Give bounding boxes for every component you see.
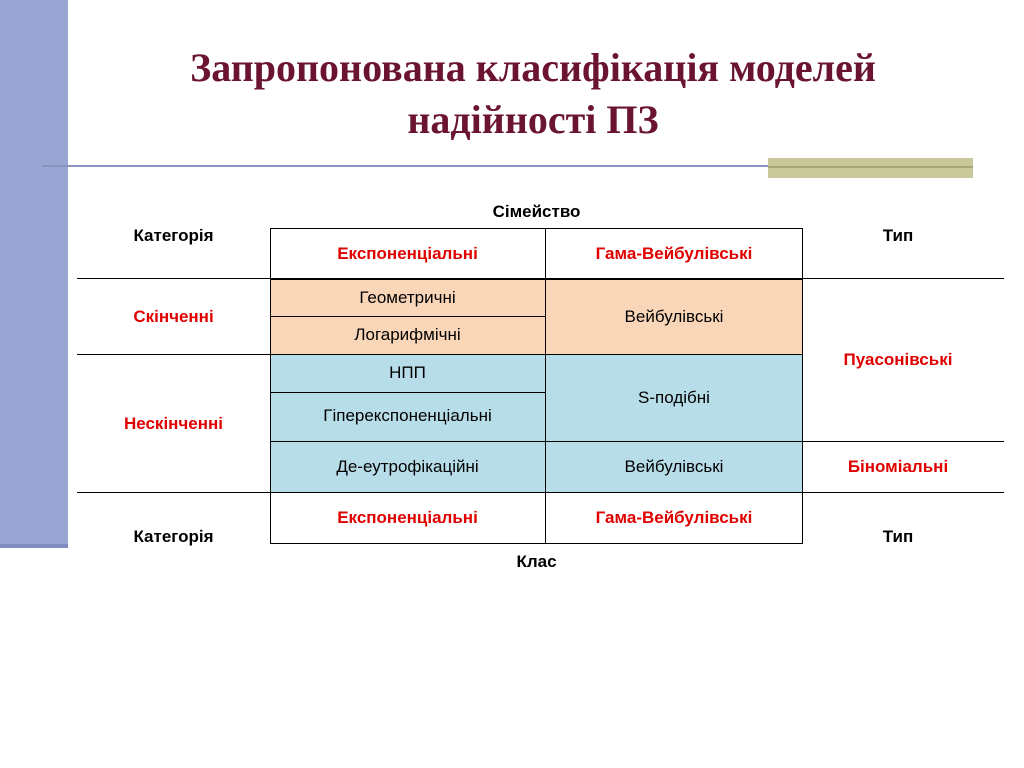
type-label-bottom: Тип (882, 527, 914, 546)
cell-npp: НПП (389, 363, 426, 382)
infinite-cells-bg (270, 354, 803, 493)
cell-hyperexponential: Гіперекспоненціальні (323, 406, 492, 425)
category-label-top: Категорія (133, 226, 214, 245)
footer-gamma-weibull: Гама-Вейбулівські (595, 508, 753, 527)
category-label-bottom: Категорія (133, 527, 214, 546)
family-label: Сімейство (492, 202, 581, 221)
accent-line (768, 166, 973, 168)
cell-weibull-infinite: Вейбулівські (624, 457, 724, 476)
slide-title: Запропонована класифікація моделей надій… (68, 42, 998, 146)
header-family-box (270, 228, 803, 280)
footer-exponential: Експоненціальні (337, 508, 478, 527)
cell-eutrophication: Де-еутрофікаційні (336, 457, 479, 476)
row-divider-2 (77, 354, 803, 355)
row-divider-1 (77, 278, 1004, 279)
cell-geometric: Геометричні (359, 288, 456, 307)
class-label: Клас (516, 552, 557, 571)
title-underline (42, 165, 972, 167)
category-infinite: Нескінченні (123, 414, 224, 433)
row-divider-finite (270, 316, 545, 317)
side-decor-bar (0, 0, 68, 548)
column-divider (545, 228, 546, 544)
row-divider-3 (270, 441, 1004, 442)
row-divider-4 (77, 492, 1004, 493)
header-exponential: Експоненціальні (337, 244, 478, 263)
title-line-2: надійності ПЗ (407, 97, 659, 142)
accent-block (768, 158, 973, 178)
type-poisson: Пуасонівські (843, 350, 953, 369)
title-line-1: Запропонована класифікація моделей (190, 45, 876, 90)
finite-cells-bg (270, 279, 803, 355)
row-divider-npp (270, 392, 545, 393)
type-label-top: Тип (882, 226, 914, 245)
header-gamma-weibull: Гама-Вейбулівські (595, 244, 753, 263)
category-finite: Скінченні (133, 307, 214, 326)
side-decor-edge (0, 544, 68, 548)
type-binomial: Біноміальні (847, 457, 949, 476)
cell-s-shaped: S-подібні (638, 388, 710, 407)
cell-logarithmic: Логарифмічні (354, 325, 461, 344)
cell-weibull-finite: Вейбулівські (624, 307, 724, 326)
